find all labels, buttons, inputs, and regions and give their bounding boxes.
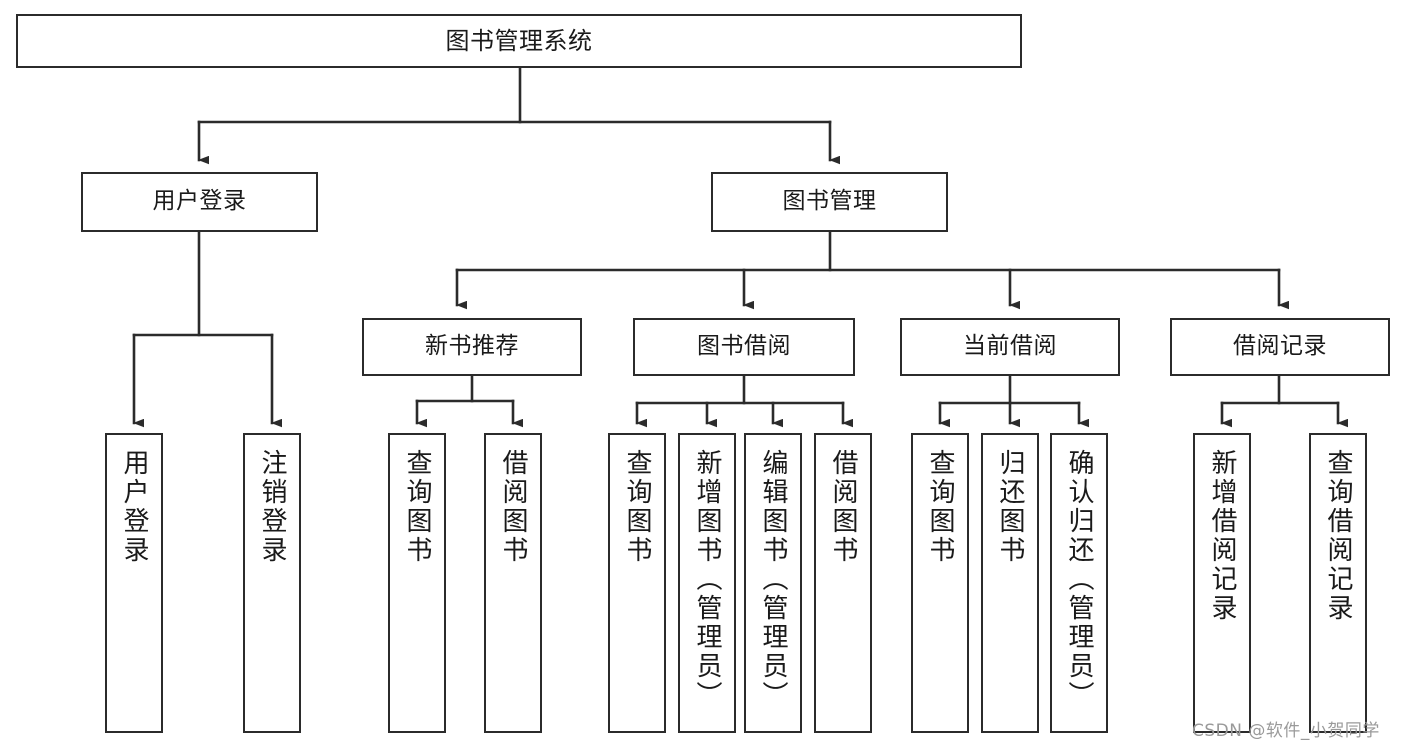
- node-leaf-confirm-return-label: 确认归还（管理员）: [1064, 449, 1094, 710]
- csdn-watermark: CSDN @软件_小贺同学: [1192, 721, 1380, 741]
- node-leaf-query-book-2[interactable]: 查询图书: [608, 433, 666, 733]
- node-leaf-query-record[interactable]: 查询借阅记录: [1309, 433, 1367, 733]
- node-leaf-borrow-book-1[interactable]: 借阅图书: [484, 433, 542, 733]
- node-book-manage-label: 图书管理: [782, 188, 877, 215]
- node-user-login[interactable]: 用户登录: [81, 172, 318, 232]
- node-leaf-user-logout-label: 注销登录: [257, 449, 287, 565]
- node-root-label: 图书管理系统: [445, 26, 593, 55]
- node-leaf-query-record-label: 查询借阅记录: [1323, 449, 1353, 623]
- node-leaf-edit-book-label: 编辑图书（管理员）: [758, 449, 788, 710]
- node-leaf-query-book-3-label: 查询图书: [925, 449, 955, 565]
- node-leaf-query-book-1[interactable]: 查询图书: [388, 433, 446, 733]
- node-book-manage[interactable]: 图书管理: [711, 172, 948, 232]
- node-leaf-edit-book[interactable]: 编辑图书（管理员）: [744, 433, 802, 733]
- node-leaf-add-book[interactable]: 新增图书（管理员）: [678, 433, 736, 733]
- node-leaf-query-book-1-label: 查询图书: [402, 449, 432, 565]
- node-current-borrow[interactable]: 当前借阅: [900, 318, 1120, 376]
- node-leaf-borrow-book-1-label: 借阅图书: [498, 449, 528, 565]
- node-leaf-borrow-book-2[interactable]: 借阅图书: [814, 433, 872, 733]
- node-leaf-query-book-2-label: 查询图书: [622, 449, 652, 565]
- node-leaf-user-logout[interactable]: 注销登录: [243, 433, 301, 733]
- node-leaf-return-book[interactable]: 归还图书: [981, 433, 1039, 733]
- node-leaf-add-record[interactable]: 新增借阅记录: [1193, 433, 1251, 733]
- node-leaf-add-record-label: 新增借阅记录: [1207, 449, 1237, 623]
- node-leaf-query-book-3[interactable]: 查询图书: [911, 433, 969, 733]
- node-leaf-user-login-label: 用户登录: [119, 449, 149, 565]
- node-user-login-label: 用户登录: [152, 188, 247, 215]
- node-leaf-add-book-label: 新增图书（管理员）: [692, 449, 722, 710]
- node-root[interactable]: 图书管理系统: [16, 14, 1022, 68]
- node-leaf-confirm-return[interactable]: 确认归还（管理员）: [1050, 433, 1108, 733]
- node-leaf-user-login[interactable]: 用户登录: [105, 433, 163, 733]
- node-leaf-return-book-label: 归还图书: [995, 449, 1025, 565]
- node-book-borrow-label: 图书借阅: [697, 333, 791, 360]
- node-new-book-recommend-label: 新书推荐: [425, 333, 519, 360]
- node-new-book-recommend[interactable]: 新书推荐: [362, 318, 582, 376]
- node-book-borrow[interactable]: 图书借阅: [633, 318, 855, 376]
- node-borrow-record-label: 借阅记录: [1233, 333, 1327, 360]
- node-leaf-borrow-book-2-label: 借阅图书: [828, 449, 858, 565]
- node-current-borrow-label: 当前借阅: [963, 333, 1057, 360]
- node-borrow-record[interactable]: 借阅记录: [1170, 318, 1390, 376]
